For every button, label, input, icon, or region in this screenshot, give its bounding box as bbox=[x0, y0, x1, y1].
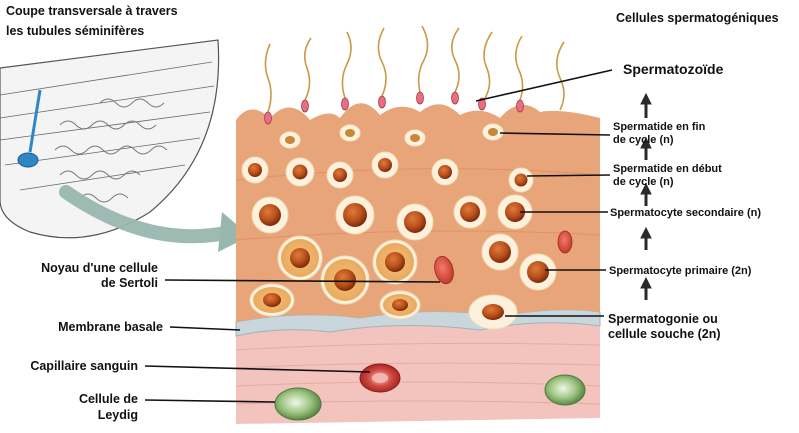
blood-capillary bbox=[360, 364, 400, 392]
tubule-cross-section-inset bbox=[0, 40, 250, 252]
spermatogenic-cells-header: Cellules spermatogéniques bbox=[616, 11, 779, 25]
label-spermatocyte-primaire: Spermatocyte primaire (2n) bbox=[609, 265, 752, 277]
label-sertoli-line-2: de Sertoli bbox=[101, 276, 158, 290]
label-spermatocyte-secondaire: Spermatocyte secondaire (n) bbox=[610, 207, 761, 219]
label-spermatogonie-line-2: cellule souche (2n) bbox=[608, 327, 721, 341]
label-leydig-line-1: Cellule de bbox=[79, 392, 138, 406]
label-spermatozoide: Spermatozoïde bbox=[623, 61, 724, 77]
label-capillaire-sanguin: Capillaire sanguin bbox=[30, 359, 138, 373]
label-spermatogonie-line-1: Spermatogonie ou bbox=[608, 312, 718, 326]
label-membrane-basale: Membrane basale bbox=[58, 320, 163, 334]
label-spermatide-debut-line-1: Spermatide en début bbox=[613, 163, 722, 175]
label-spermatide-debut-line-2: de cycle (n) bbox=[613, 176, 674, 188]
label-spermatide-fin-line-2: de cycle (n) bbox=[613, 134, 674, 146]
label-spermatide-fin-line-1: Spermatide en fin bbox=[613, 121, 706, 133]
label-leydig-line-2: Leydig bbox=[98, 408, 138, 422]
inset-title-line-1: Coupe transversale à travers bbox=[6, 4, 178, 18]
inset-title-line-2: les tubules séminifères bbox=[6, 24, 144, 38]
label-sertoli-line-1: Noyau d'une cellule bbox=[41, 261, 158, 275]
